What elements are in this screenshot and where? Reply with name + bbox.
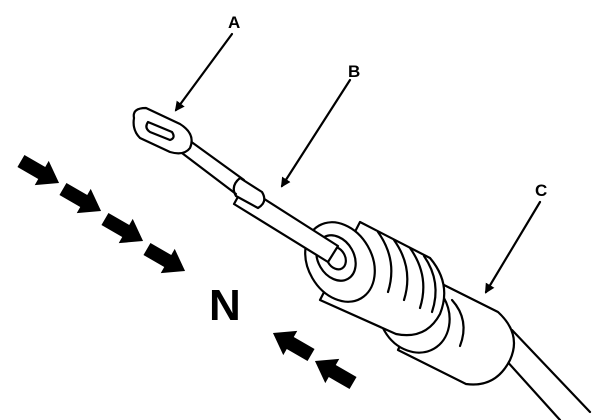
force-arrow-icon: [55, 176, 109, 224]
leader-c: [484, 200, 542, 294]
leader-a: [174, 32, 234, 112]
leader-b: [280, 78, 352, 188]
force-arrow-icon: [139, 236, 193, 284]
force-arrow-icon: [265, 320, 319, 368]
inner-rod-b: [176, 136, 340, 264]
force-arrow-icon: [13, 148, 67, 196]
callout-a: A: [228, 13, 240, 32]
callout-c: C: [535, 181, 547, 200]
threaded-adjuster: [304, 220, 446, 337]
direction-label: N: [209, 281, 241, 330]
force-arrows-upper: [13, 148, 193, 284]
eyelet-end-a: [132, 106, 193, 155]
force-arrow-icon: [307, 348, 361, 396]
force-arrow-icon: [97, 206, 151, 254]
callout-b: B: [348, 62, 360, 81]
force-arrows-lower: [265, 320, 361, 396]
